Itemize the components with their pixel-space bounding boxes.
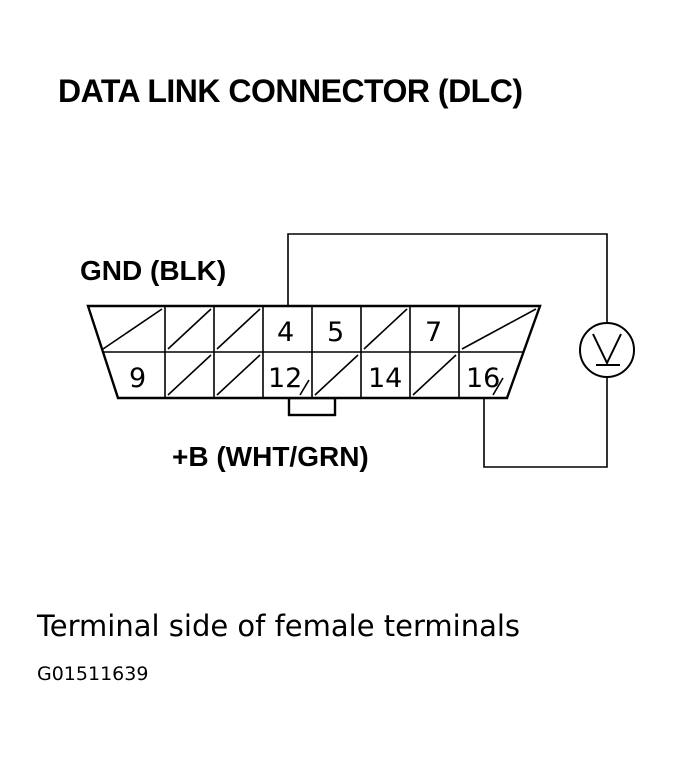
pin-number-12: 12 [268, 363, 302, 394]
unused-cavity-hatches [102, 308, 537, 396]
b-plus-label: +B (WHT/GRN) [172, 441, 369, 472]
connector-tab [287, 396, 337, 417]
pin-number-4: 4 [277, 317, 294, 348]
pin-number-5: 5 [327, 317, 344, 348]
b-wire [483, 376, 608, 468]
gnd-label: GND (BLK) [80, 255, 226, 286]
gnd-wire [287, 233, 608, 324]
pin-number-14: 14 [368, 363, 402, 394]
connector-cell-dividers [164, 306, 460, 398]
diagram-caption: Terminal side of female terminals [36, 609, 520, 643]
pin-number-16: 16 [466, 363, 500, 394]
diagram-title: DATA LINK CONNECTOR (DLC) [58, 73, 522, 109]
figure-code: G01511639 [37, 663, 148, 685]
pin-number-9: 9 [129, 363, 146, 394]
voltmeter-icon [579, 322, 635, 378]
pin-number-7: 7 [425, 317, 442, 348]
